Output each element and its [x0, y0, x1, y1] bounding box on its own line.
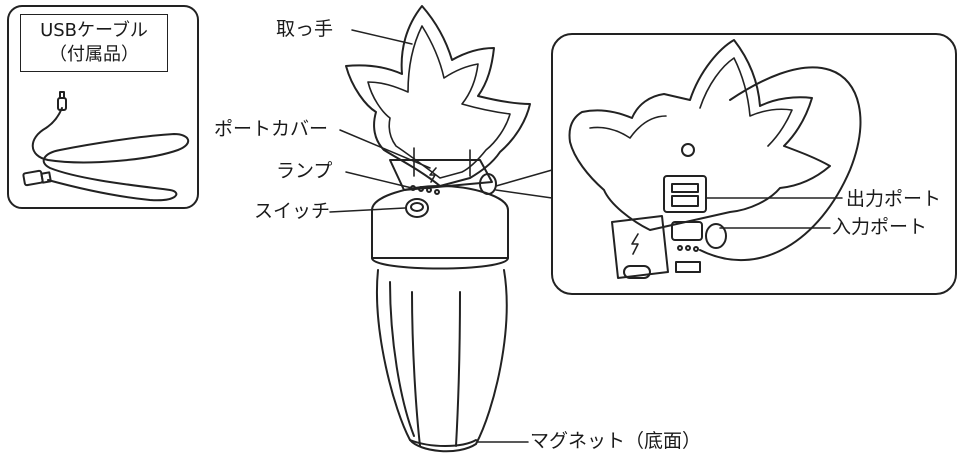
- label-switch: スイッチ: [254, 200, 331, 222]
- accessory-frame: [7, 5, 199, 209]
- zoom-inset-frame: [551, 33, 957, 295]
- label-input-port: 入力ポート: [832, 216, 928, 238]
- accessory-title-line1: USBケーブル: [40, 20, 148, 41]
- label-lamp: ランプ: [276, 160, 333, 182]
- lamp-pointer: [345, 171, 413, 189]
- handle-pointer: [351, 29, 413, 45]
- main-body: [371, 159, 509, 453]
- input-port: [671, 221, 703, 241]
- label-magnet: マグネット（底面）: [530, 430, 702, 452]
- accessory-title-box: USBケーブル （付属品）: [20, 14, 168, 72]
- zoom-inset-illustration: [568, 39, 862, 279]
- label-output-port: 出力ポート: [846, 188, 942, 210]
- label-port-cover: ポートカバー: [214, 118, 329, 140]
- label-handle: 取っ手: [276, 18, 334, 40]
- switch-button: [405, 198, 429, 218]
- switch-pointer: [329, 207, 406, 213]
- accessory-title-line2: （付属品）: [49, 44, 139, 65]
- output-port: [663, 175, 707, 213]
- usb-cable-illustration: [22, 91, 189, 202]
- port-cover-pointer: [339, 129, 431, 169]
